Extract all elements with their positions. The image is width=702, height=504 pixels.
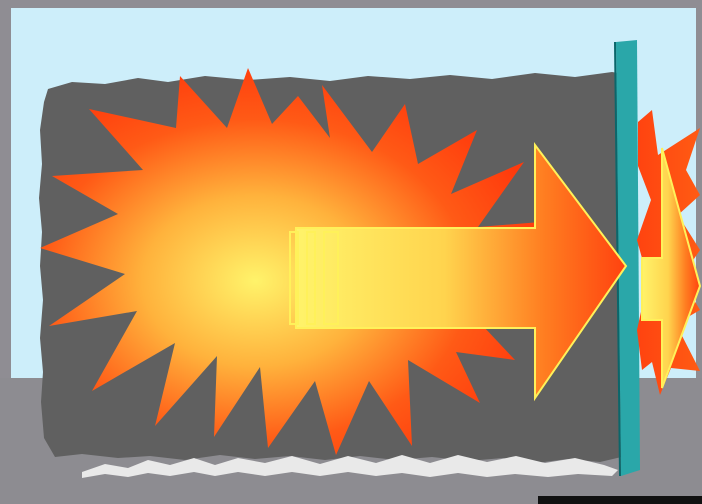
bottom-black-bar bbox=[538, 496, 702, 504]
window-top-trim bbox=[0, 0, 702, 8]
